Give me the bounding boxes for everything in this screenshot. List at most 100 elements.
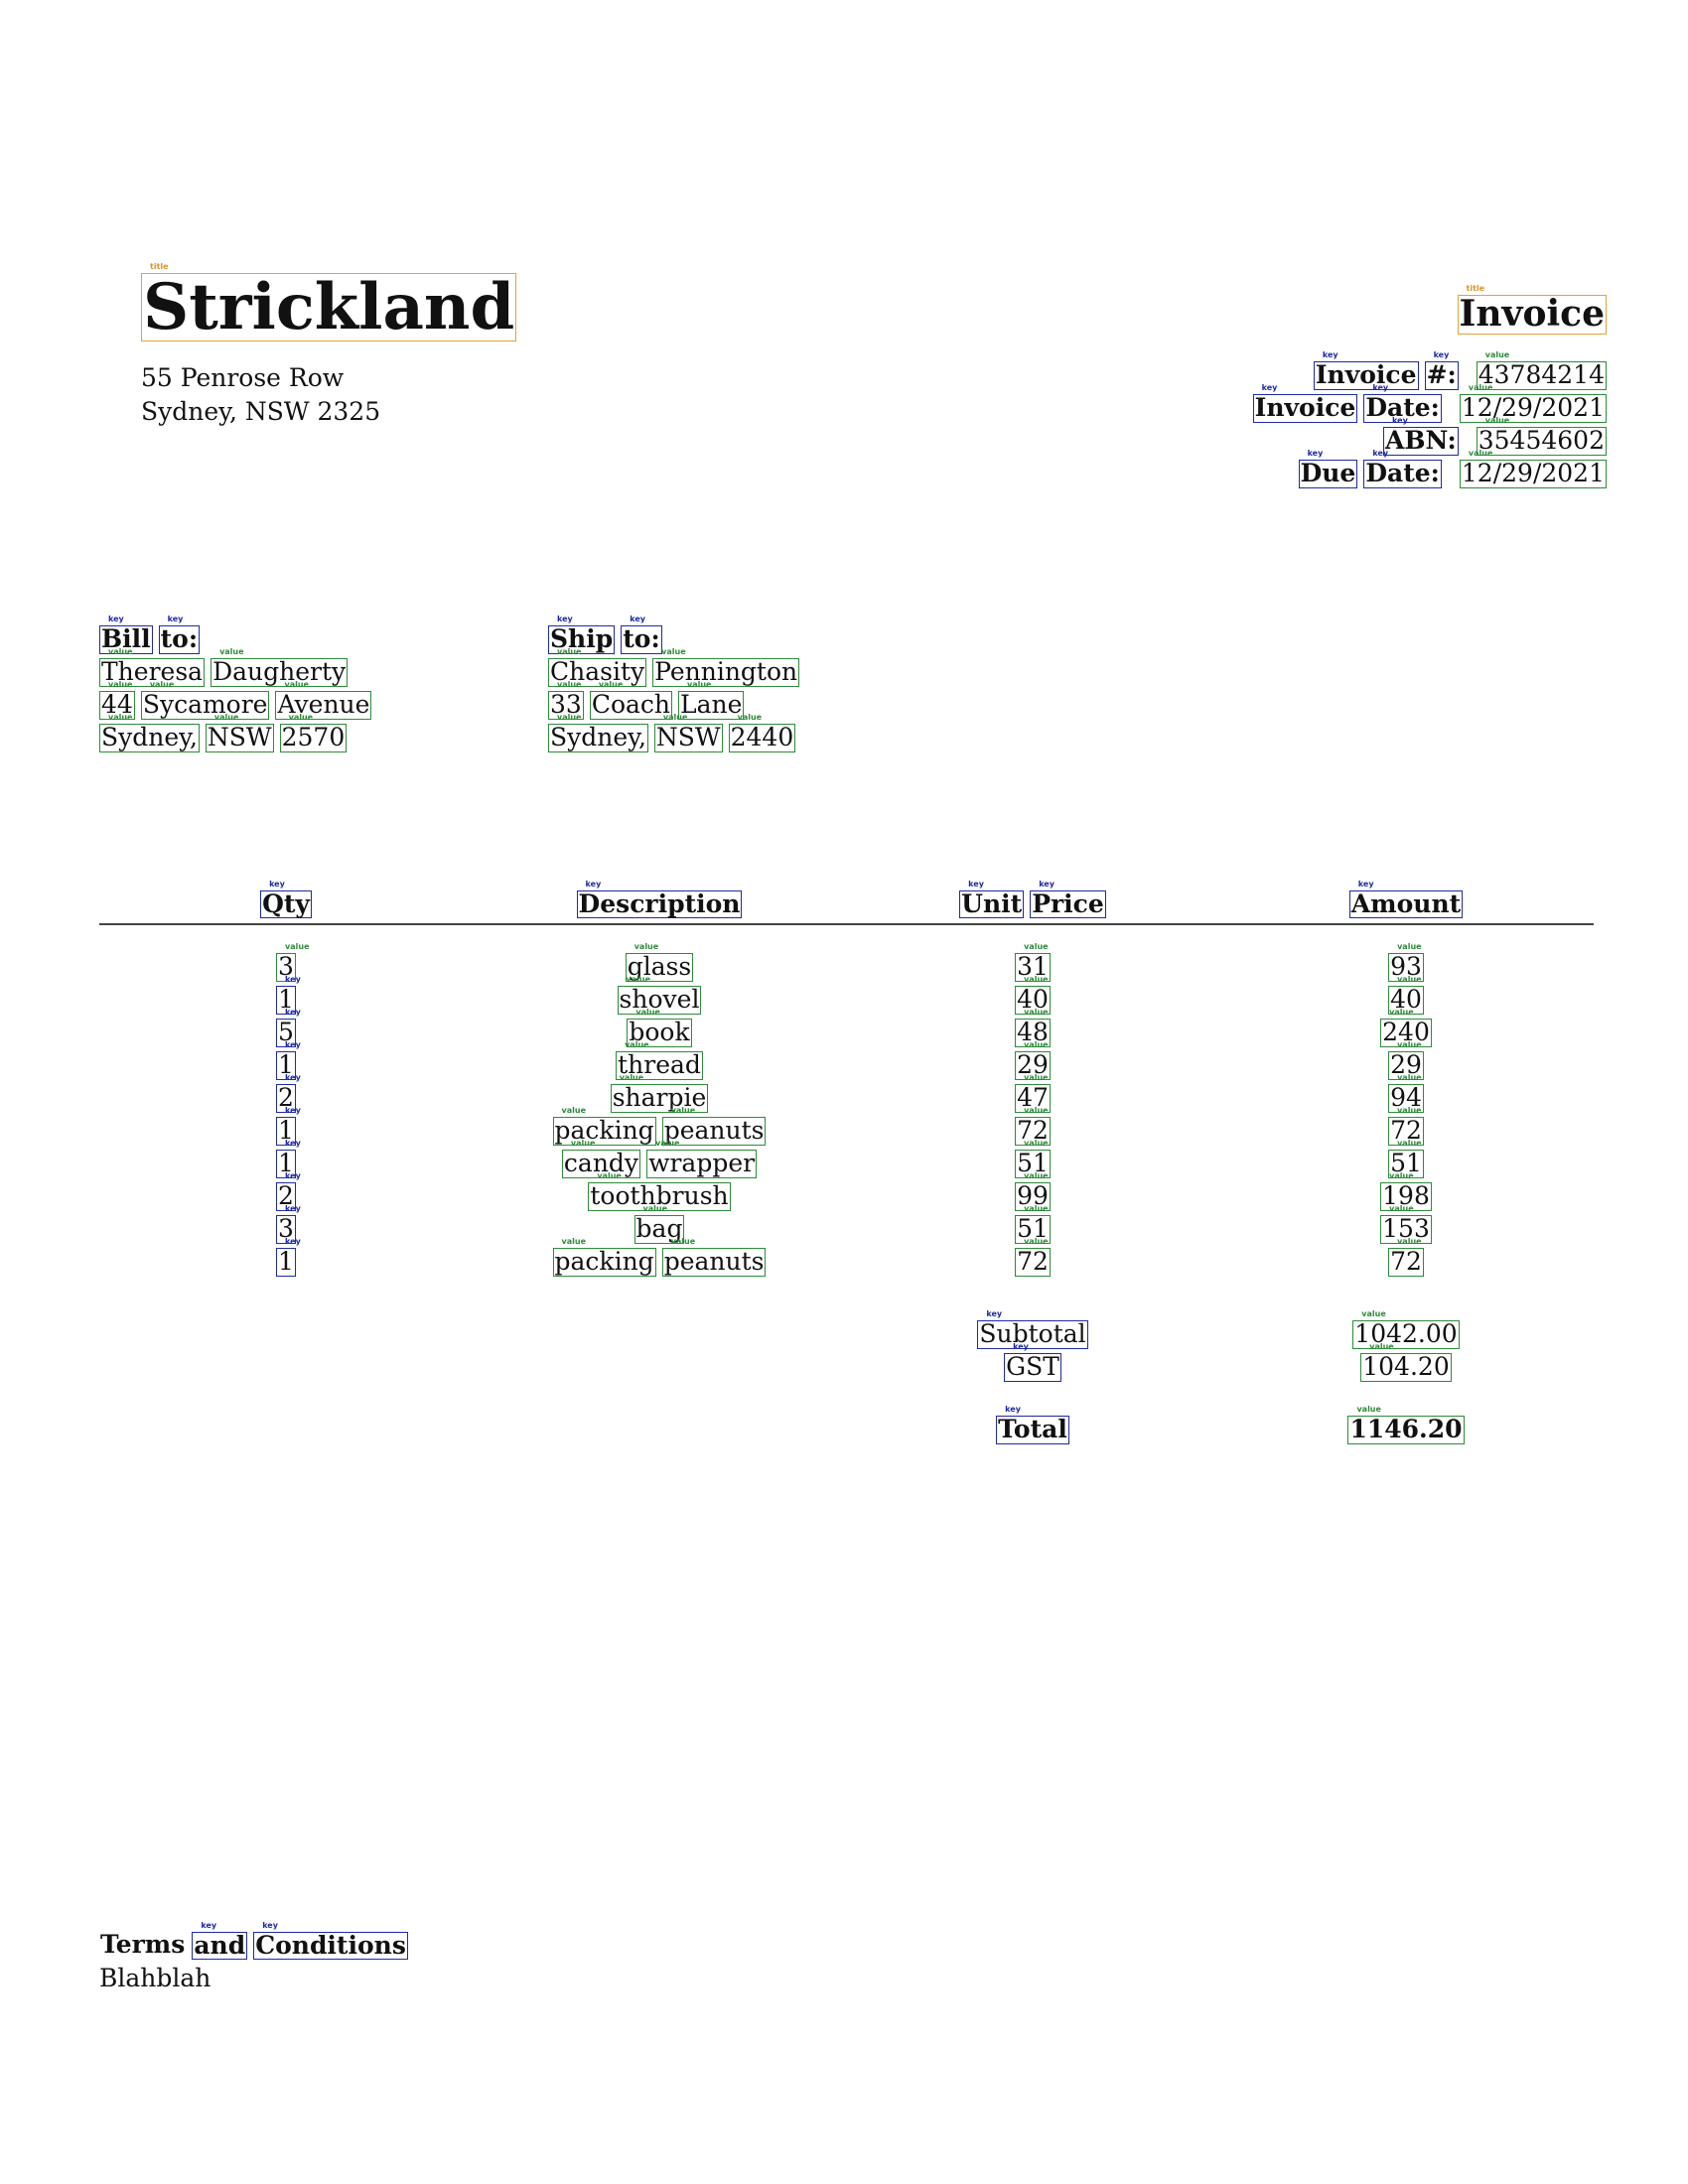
company-name: Strickland (141, 263, 517, 344)
ship-to-word: Coach (589, 681, 672, 720)
bill-to-line: TheresaDaugherty (99, 648, 371, 689)
bill-to-word: Daugherty (211, 648, 349, 687)
ship-to-line: Sydney,NSW2440 (548, 714, 799, 754)
ship-to-heading-word: Ship (548, 615, 616, 654)
table-row: 3bag51153 (99, 1205, 1594, 1246)
description-word: bag (633, 1205, 685, 1244)
table-row: 1packingpeanuts7272 (99, 1107, 1594, 1148)
bill-to-word: Sydney, (99, 714, 200, 752)
table-body: 3glass31931shovel40405book482401thread29… (99, 925, 1594, 1279)
table-row: 1shovel4040 (99, 976, 1594, 1017)
meta-row: InvoiceDate:12/29/2021 (1252, 384, 1607, 425)
terms-block: TermsandConditions Blahblah (99, 1922, 408, 1993)
meta-value: 12/29/2021 (1459, 384, 1607, 423)
cell-qty: 3 (99, 943, 473, 982)
bill-to-block: Billto:TheresaDaugherty44SycamoreAvenueS… (99, 615, 372, 754)
cell-description: packingpeanuts (473, 1238, 846, 1277)
cell-amount: 72 (1219, 1238, 1593, 1277)
meta-key-word: Due (1298, 450, 1358, 488)
cell-description: sharpie (473, 1074, 846, 1113)
bill-to-word: Sycamore (140, 681, 270, 720)
ship-to-word: Pennington (652, 648, 800, 687)
bill-to-line: Sydney,NSW2570 (99, 714, 371, 754)
description-word: packing (552, 1238, 656, 1277)
cell-description: bag (473, 1205, 846, 1244)
header-qty-word: Qty (260, 881, 312, 919)
meta-value: 43784214 (1476, 351, 1607, 390)
company-name-text: Strickland (141, 263, 517, 342)
ship-to-word: Lane (678, 681, 745, 720)
description-word: wrapper (646, 1140, 758, 1178)
description-word: peanuts (661, 1238, 767, 1277)
ship-to-word: Sydney, (548, 714, 648, 752)
meta-value: 12/29/2021 (1459, 450, 1607, 488)
table-row: 1thread2929 (99, 1041, 1594, 1082)
meta-key-word: #: (1424, 351, 1459, 390)
qty-value: 1 (276, 976, 301, 1015)
header-unit-price-word: Unit (959, 881, 1025, 919)
invoice-meta: Invoice#:43784214InvoiceDate:12/29/2021A… (1252, 351, 1607, 490)
header-amount-word: Amount (1348, 881, 1464, 919)
company-address-line1: 55 Penrose Row (141, 363, 345, 392)
meta-key-word: Invoice (1313, 351, 1419, 390)
gst-label: GST (1004, 1343, 1061, 1382)
terms-heading-word: Terms (100, 1930, 186, 1959)
totals-block: Subtotal 1042.00 GST 104.20 Total 1146.2… (99, 1310, 1594, 1446)
ship-to-word: NSW (653, 714, 723, 752)
table-row: 5book48240 (99, 1009, 1594, 1049)
cell-description: book (473, 1009, 846, 1047)
description-word: peanuts (661, 1107, 767, 1146)
terms-heading: TermsandConditions (99, 1922, 408, 1961)
cell-description: thread (473, 1041, 846, 1080)
bill-to-word: 2570 (279, 714, 348, 752)
cell-description: glass (473, 943, 846, 982)
total-value: 1146.20 (1347, 1406, 1465, 1444)
qty-value: 3 (276, 943, 309, 982)
unit-price-value: 72 (1015, 1238, 1051, 1277)
table-header: Qty Description UnitPrice Amount (99, 881, 1594, 925)
company-address: 55 Penrose Row Sydney, NSW 2325 (141, 361, 380, 429)
company-address-line2: Sydney, NSW 2325 (141, 397, 381, 426)
header-description-word: Description (576, 881, 743, 919)
table-row: 1candywrapper5151 (99, 1140, 1594, 1180)
meta-key-word: Date: (1363, 450, 1442, 488)
table-row: 1 packingpeanuts 72 72 (99, 1238, 1594, 1279)
description-word: packing (552, 1107, 656, 1146)
ship-to-block: Shipto:ChasityPennington33CoachLaneSydne… (548, 615, 800, 754)
table-row: 2toothbrush99198 (99, 1172, 1594, 1213)
meta-row: Invoice#: 43784214 (1253, 351, 1607, 392)
cell-description: candywrapper (473, 1140, 846, 1178)
ship-to-heading: Shipto: (548, 615, 799, 656)
terms-body: Blahblah (99, 1964, 211, 1993)
ship-to-line: ChasityPennington (548, 648, 800, 689)
meta-row: DueDate: 12/29/2021 (1253, 450, 1607, 490)
bill-to-heading-word: to: (158, 615, 201, 654)
ship-to-line: 33CoachLane (548, 681, 799, 722)
meta-key-word: Invoice (1252, 384, 1358, 423)
header-description: Description (473, 881, 846, 919)
header-unit-price: UnitPrice (846, 881, 1219, 919)
header-qty: Qty (99, 881, 473, 919)
cell-qty: 1 (99, 1238, 473, 1277)
gst-value: 104.20 (1360, 1343, 1452, 1382)
gst-row: GST 104.20 (99, 1343, 1594, 1384)
ship-to-word: 2440 (728, 714, 796, 752)
cell-qty: 1 (99, 976, 473, 1015)
amount-value: 72 (1388, 1238, 1424, 1277)
meta-value: 35454602 (1476, 417, 1607, 456)
subtotal-label: Subtotal (977, 1310, 1088, 1349)
ship-to-heading-word: to: (621, 615, 662, 654)
total-label: Total (996, 1406, 1069, 1444)
table-row: 2sharpie4794 (99, 1074, 1594, 1115)
terms-heading-word: and (192, 1922, 248, 1961)
invoice-title-text: Invoice (1457, 285, 1607, 335)
qty-value: 1 (276, 1238, 301, 1277)
bill-to-word: NSW (205, 714, 274, 752)
line-items-table: Qty Description UnitPrice Amount 3 glass 3… (99, 881, 1594, 1279)
invoice-title: Invoice (1457, 285, 1607, 335)
table-row: 3glass3193 (99, 943, 1594, 984)
header-unit-price-word: Price (1030, 881, 1106, 919)
meta-row: ABN:35454602 (1253, 417, 1607, 458)
total-row: Total 1146.20 (99, 1406, 1594, 1446)
cell-unit-price: 72 (846, 1238, 1219, 1277)
